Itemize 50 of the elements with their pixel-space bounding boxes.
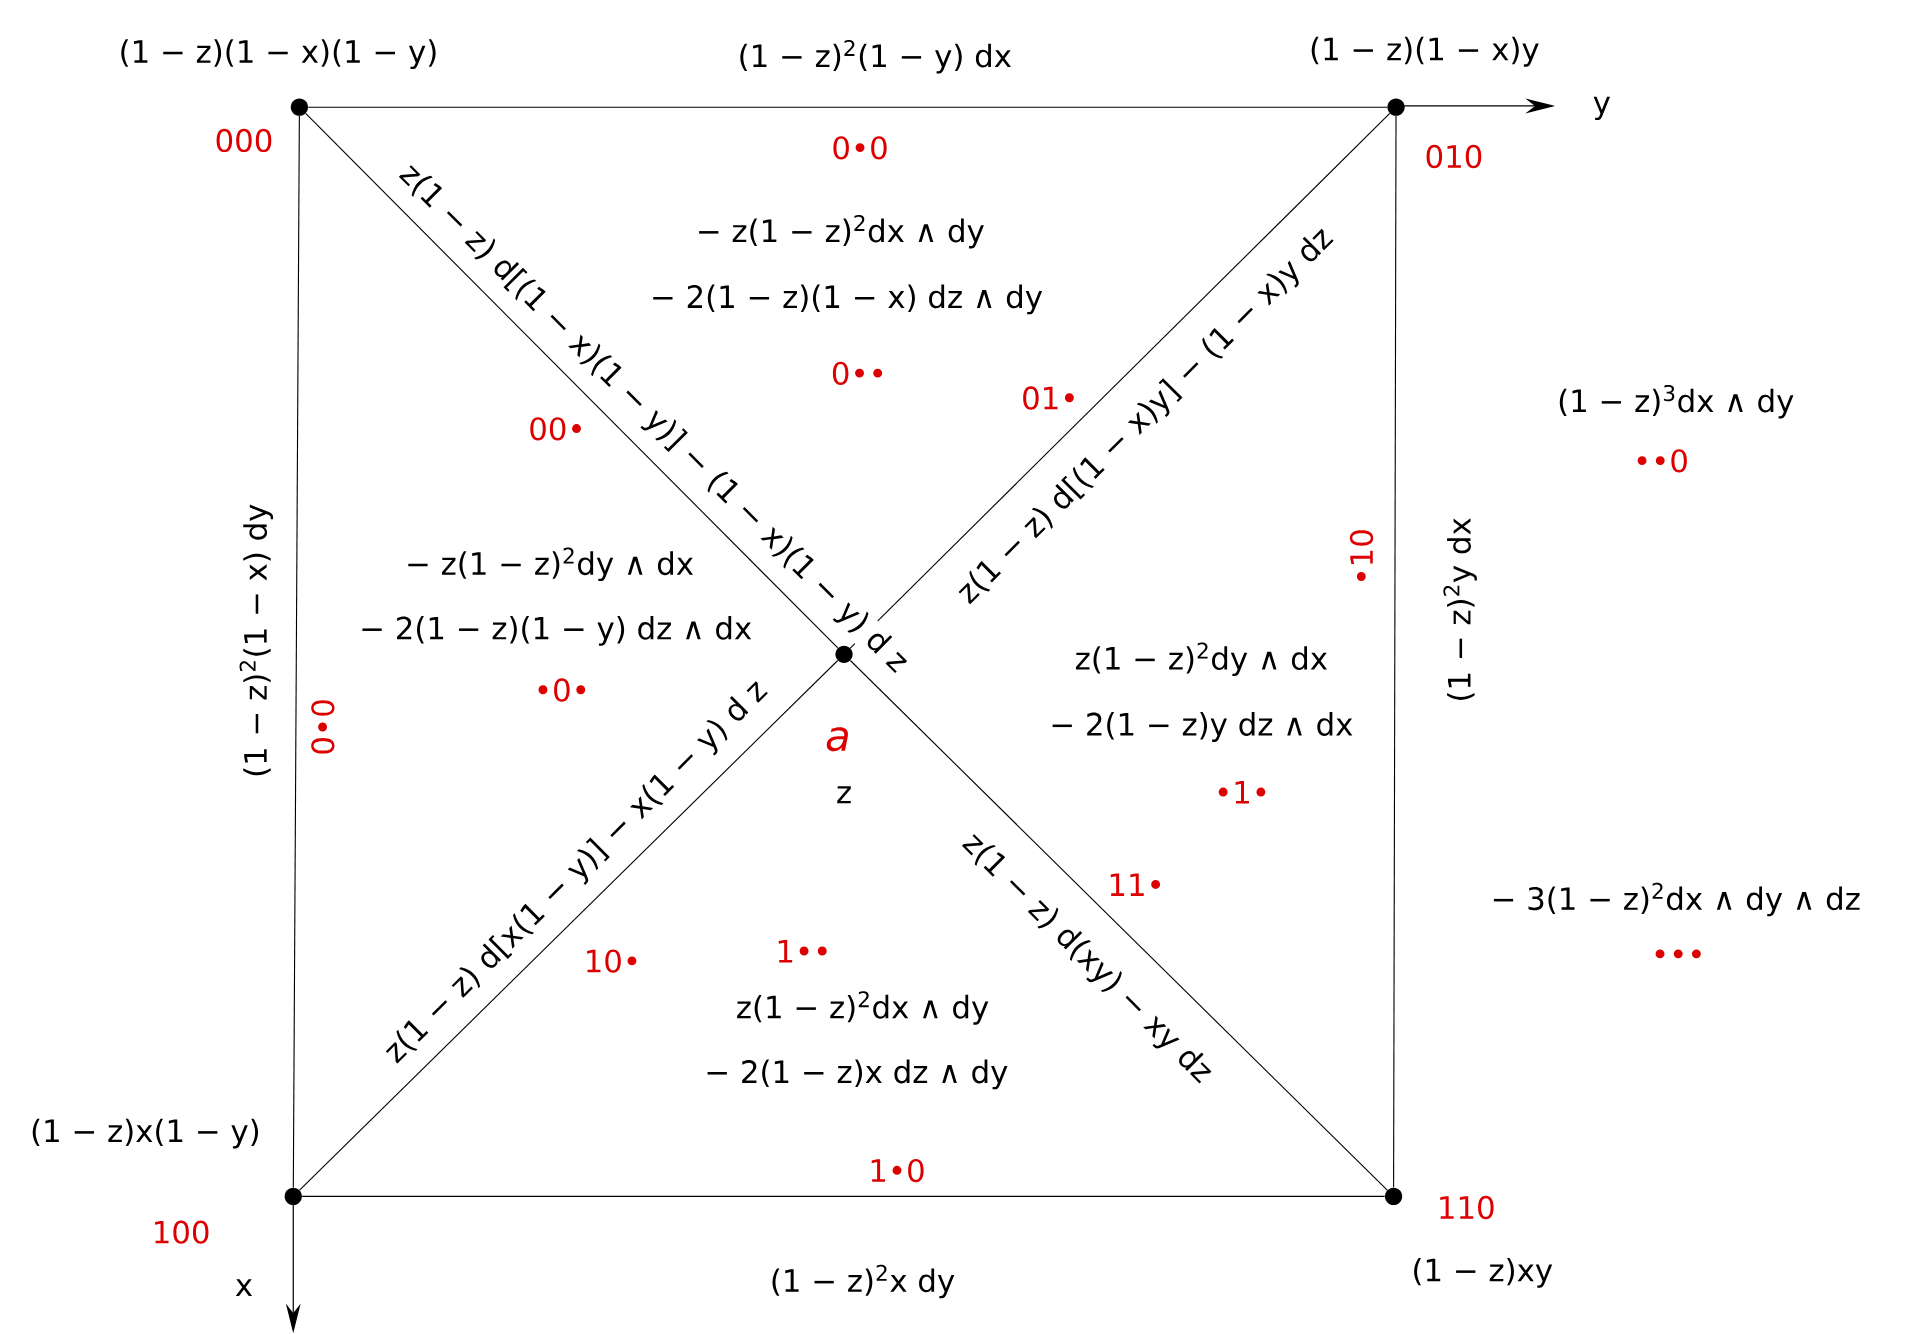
edge-label: (1 − z)$^{2}$x dy bbox=[768, 1263, 957, 1300]
point-label: a bbox=[826, 727, 848, 752]
vertex-code: 010 bbox=[1426, 144, 1482, 168]
vertex-dot bbox=[1384, 1187, 1403, 1205]
vertex-formula: (1 − z)xy bbox=[1414, 1257, 1553, 1288]
vertex-formula: (1 − z)(1 − x)(1 − y) bbox=[121, 39, 436, 69]
edge-label: (1 − z)$^{2}$(1 − y) dx bbox=[736, 38, 1014, 75]
edge-line bbox=[305, 112, 839, 649]
cell-code: 0•• bbox=[832, 361, 883, 385]
vertex-code: 000 bbox=[216, 128, 272, 152]
edge-label: (1 − z)$^{2}$(1 − x) dy bbox=[238, 502, 275, 779]
edge-line bbox=[1393, 115, 1397, 1188]
form-formula: − 2(1 − z)y dz ∧ dx bbox=[1052, 711, 1353, 742]
form-formula: − z(1 − z)$^{2}$dy ∧ dx bbox=[408, 547, 694, 581]
cell-code: 0•0 bbox=[833, 136, 887, 160]
edge-line bbox=[849, 659, 1388, 1191]
edge-line bbox=[299, 659, 839, 1191]
vertex-formula: (1 − z)(1 − x)y bbox=[1311, 36, 1539, 67]
cell-code: 10• bbox=[587, 949, 637, 973]
vertex-dot bbox=[290, 98, 309, 116]
vertex-formula: z bbox=[837, 786, 851, 803]
vertex-code: 100 bbox=[155, 1220, 209, 1244]
form-formula: z(1 − z)$^{2}$dy ∧ dx bbox=[1075, 642, 1328, 676]
vertex-dot bbox=[284, 1187, 302, 1205]
cell-code: 0•0 bbox=[311, 700, 335, 754]
vertex-dot bbox=[1387, 98, 1405, 116]
cell-code: 1•• bbox=[778, 939, 827, 963]
form-formula: − 3(1 − z)$^{2}$dx ∧ dy ∧ dz bbox=[1493, 882, 1860, 917]
edge-line bbox=[849, 112, 1391, 649]
cell-code: •10 bbox=[1349, 530, 1374, 581]
cell-code: •0• bbox=[538, 678, 586, 702]
cell-code: 00• bbox=[530, 416, 581, 441]
cell-code: 01• bbox=[1023, 386, 1074, 410]
edge-line bbox=[292, 115, 300, 1188]
cell-code: ••0 bbox=[1637, 448, 1687, 473]
edge-line bbox=[301, 1195, 1386, 1197]
vertex-code: 110 bbox=[1440, 1195, 1494, 1219]
vertex-dot bbox=[835, 645, 853, 663]
cell-code: 1•0 bbox=[871, 1158, 924, 1182]
edge-line bbox=[307, 106, 1388, 108]
axis-label: x bbox=[235, 1278, 253, 1296]
form-formula: z(1 − z)$^{2}$dx ∧ dy bbox=[737, 990, 989, 1025]
axis-label: y bbox=[1593, 96, 1610, 120]
form-formula: (1 − z)$^{3}$dx ∧ dy bbox=[1559, 384, 1794, 419]
cell-code: •1• bbox=[1218, 780, 1266, 804]
cell-code: ••• bbox=[1655, 949, 1701, 959]
form-formula: − 2(1 − z)x dz ∧ dy bbox=[707, 1059, 1008, 1090]
edge-label: (1 − z)$^{2}$y dx bbox=[1442, 515, 1479, 704]
vertex-formula: (1 − z)x(1 − y) bbox=[32, 1118, 259, 1149]
cell-code: 11• bbox=[1110, 873, 1161, 896]
